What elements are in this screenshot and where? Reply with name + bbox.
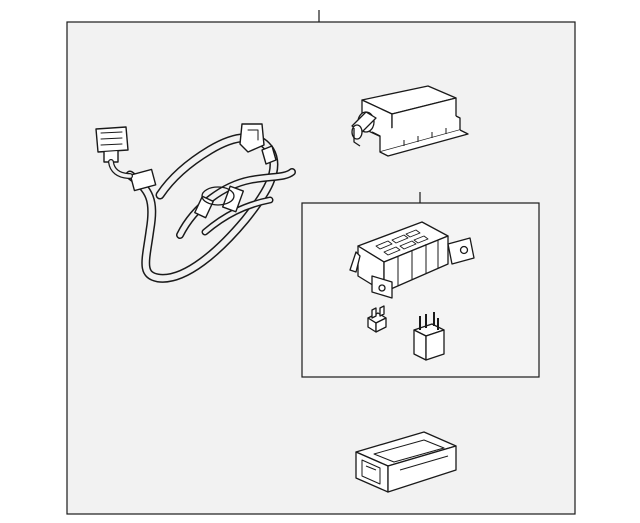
micro-relay[interactable] — [413, 312, 445, 361]
fuse-box-cover[interactable] — [355, 431, 457, 493]
mini-fuse[interactable] — [367, 305, 387, 333]
relay-module[interactable] — [351, 85, 469, 157]
fuse-relay-block[interactable] — [349, 221, 475, 299]
wiring-harness[interactable] — [95, 123, 296, 283]
